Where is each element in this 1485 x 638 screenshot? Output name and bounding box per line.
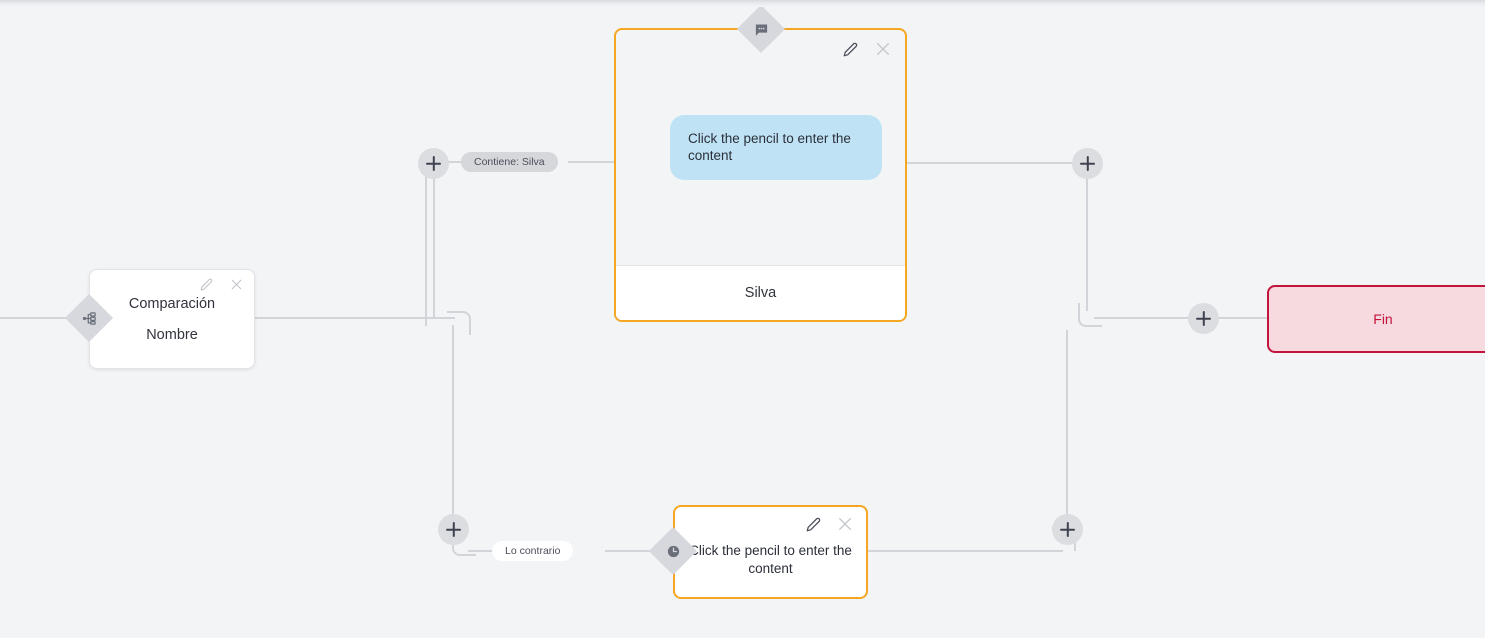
- node-message-top[interactable]: Click the pencil to enter the content Si…: [614, 28, 907, 322]
- close-icon[interactable]: [837, 516, 853, 532]
- message-bubble: Click the pencil to enter the content: [670, 114, 882, 181]
- pencil-icon[interactable]: [842, 41, 858, 57]
- edge-label-to-bottom-node: [605, 550, 660, 552]
- node-message-top-footer: Silva: [616, 265, 905, 320]
- node-comparacion-title: Comparación: [128, 295, 216, 312]
- node-comparacion[interactable]: Comparación Nombre: [89, 269, 255, 369]
- node-comparacion-subtitle: Nombre: [146, 326, 198, 343]
- pencil-icon[interactable]: [805, 516, 821, 532]
- node-comparacion-tools: [198, 276, 244, 292]
- node-message-bottom-text: Click the pencil to enter the content: [689, 543, 852, 576]
- clock-icon-badge[interactable]: [648, 526, 698, 576]
- add-step-button-lower-right[interactable]: [1052, 514, 1083, 545]
- close-icon[interactable]: [228, 276, 244, 292]
- edge-right-upper-vertical: [1086, 178, 1088, 311]
- node-message-bottom-tools: [805, 516, 853, 532]
- edge-left-entry: [0, 317, 74, 319]
- edge-comparacion-out: [255, 317, 455, 319]
- edge-label-contiene[interactable]: Contiene: Silva: [461, 152, 558, 172]
- node-message-top-tools: [842, 41, 891, 57]
- node-fin-label: Fin: [1373, 311, 1393, 327]
- pencil-icon[interactable]: [198, 276, 214, 292]
- message-bubble-icon-badge[interactable]: [736, 4, 786, 54]
- branch-icon-badge[interactable]: [64, 293, 114, 343]
- edge-corner-right-upper: [1078, 303, 1102, 327]
- edge-label-lo-contrario[interactable]: Lo contrario: [492, 541, 574, 561]
- close-icon[interactable]: [875, 41, 891, 57]
- add-step-button-upper-left[interactable]: [418, 148, 449, 179]
- edge-upper-branch-vertical: [433, 170, 435, 318]
- edge-plus-to-fin: [1218, 317, 1268, 319]
- edge-right-upper-to-fin: [1094, 317, 1194, 319]
- branch-icon: [80, 309, 98, 327]
- add-step-button-lower-left[interactable]: [438, 514, 469, 545]
- edge-lower-to-label: [468, 550, 498, 552]
- add-step-button-upper-right[interactable]: [1072, 148, 1103, 179]
- edge-contiene-to-node: [568, 161, 616, 163]
- edge-bottom-node-out: [868, 550, 1063, 552]
- edge-bottom-right-vertical: [1066, 330, 1068, 530]
- edge-upper-branch-top: [433, 161, 468, 163]
- node-fin[interactable]: Fin: [1267, 285, 1485, 353]
- edge-lower-branch-vertical: [452, 325, 454, 521]
- edge-corner-lower-branch: [447, 311, 471, 335]
- node-message-bottom[interactable]: Click the pencil to enter the content: [673, 505, 868, 599]
- message-bubble-icon: [752, 20, 770, 38]
- edge-corner-upper-branch: [425, 160, 455, 326]
- edge-top-node-out: [905, 162, 1085, 164]
- edge-corner-lower-to-label: [452, 537, 476, 556]
- node-message-top-body: Click the pencil to enter the content: [616, 30, 905, 265]
- top-shadow-strip: [0, 0, 1485, 7]
- add-step-button-fin[interactable]: [1188, 303, 1219, 334]
- clock-icon: [664, 542, 682, 560]
